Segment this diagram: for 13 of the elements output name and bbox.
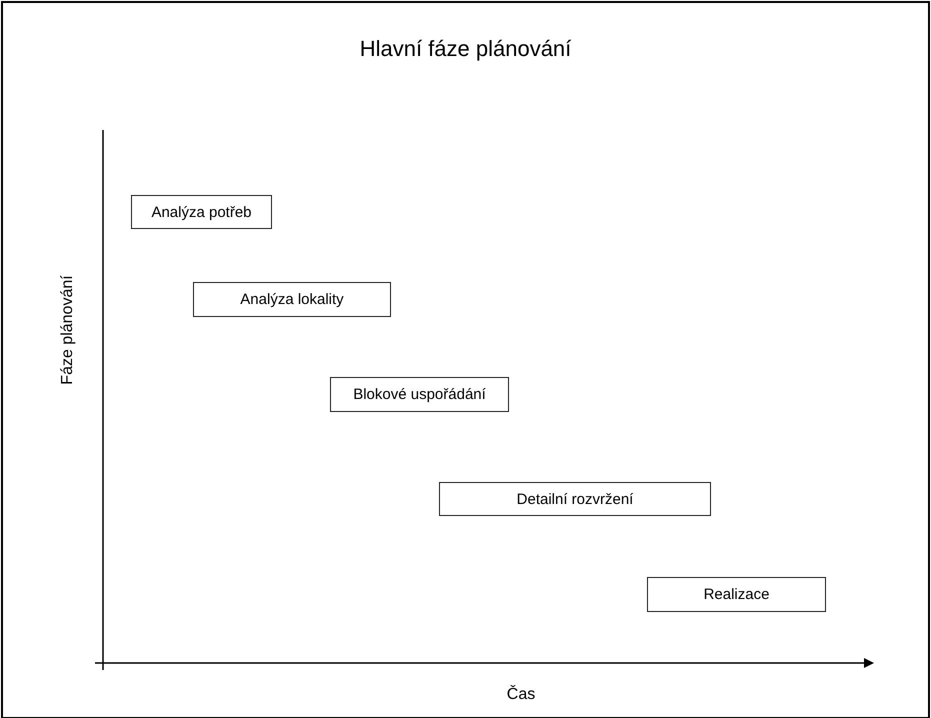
y-axis-label: Fáze plánování — [59, 275, 77, 385]
phase-box — [330, 377, 509, 412]
phase-label: Analýza potřeb — [151, 204, 252, 220]
phase-label: Detailní rozvržení — [516, 490, 634, 508]
phase-box — [193, 282, 391, 317]
phase-box — [131, 195, 272, 229]
x-axis-label: Čas — [506, 686, 536, 704]
phase-label: Blokové uspořádání — [353, 386, 486, 403]
phase-label: Analýza lokality — [240, 291, 344, 308]
phase-label: Realizace — [704, 586, 770, 603]
phase-box — [439, 482, 711, 516]
chart-title: Hlavní fáze plánování — [358, 36, 572, 62]
phase-box — [647, 577, 826, 612]
